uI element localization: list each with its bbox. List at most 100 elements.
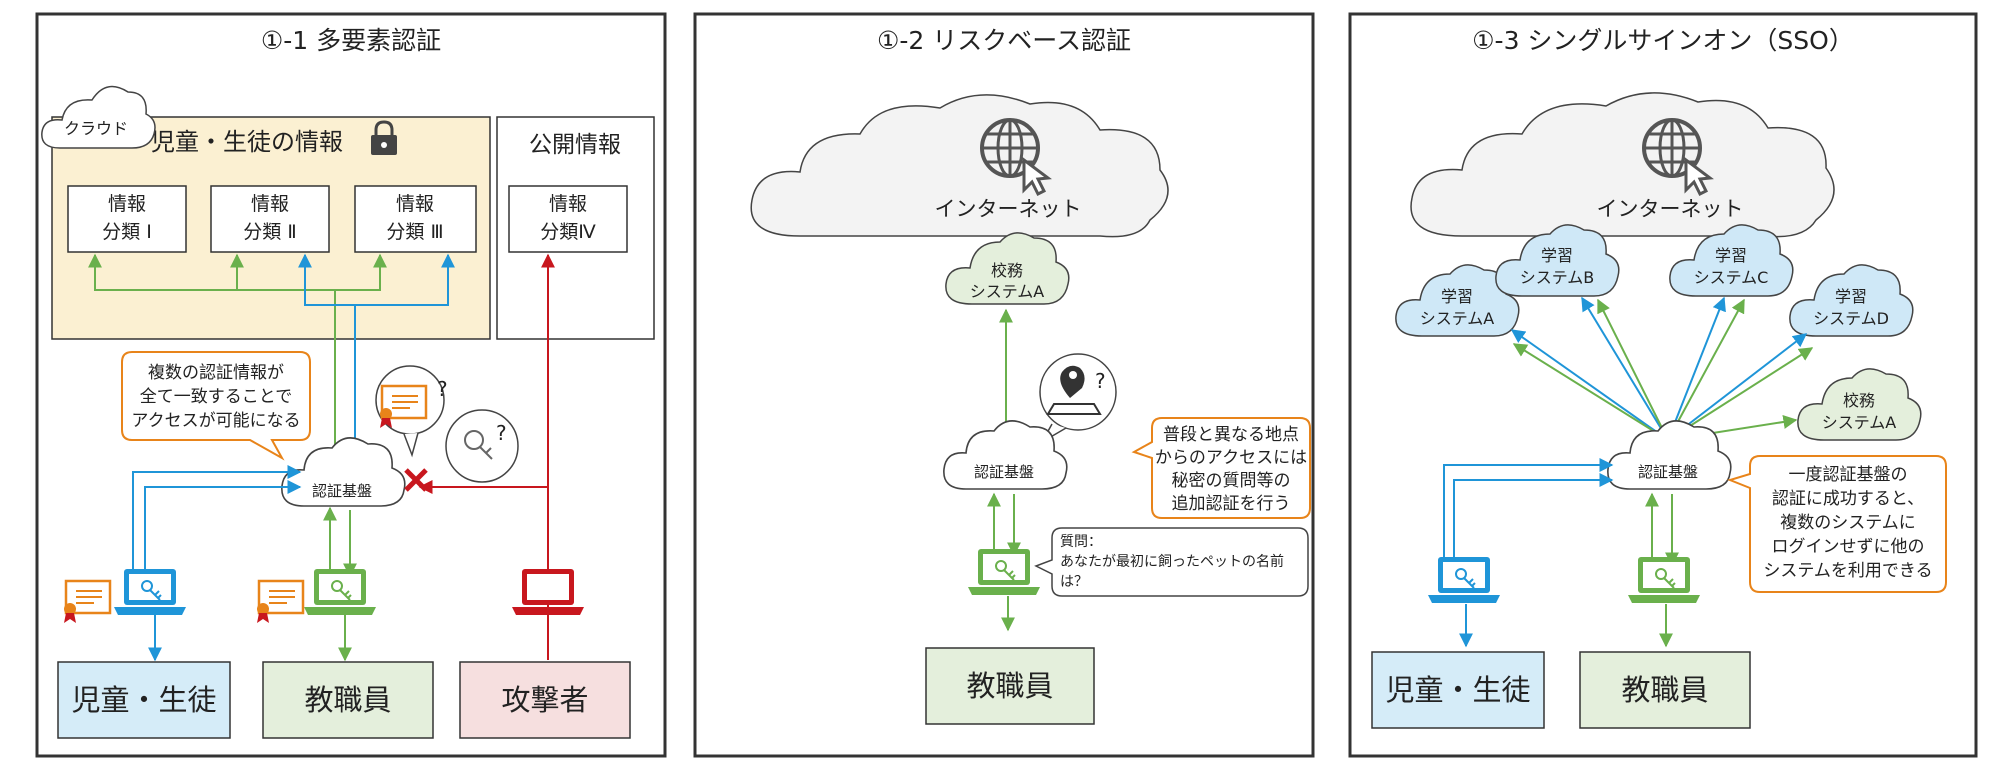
svg-text:情報: 情報	[251, 193, 289, 215]
svg-text:あなたが最初に飼ったペットの名前: あなたが最初に飼ったペットの名前	[1060, 553, 1284, 570]
auth-cloud: 認証基盤	[281, 437, 406, 507]
svg-text:学習: 学習	[1541, 246, 1573, 265]
school-system-cloud: 校務 システムA	[945, 232, 1070, 305]
security-question-bubble: 質問： あなたが最初に飼ったペットの名前 は？	[1034, 527, 1309, 597]
panel-multi-factor: ①-1 多要素認証 児童・生徒の情報 クラウド 公開情報 情報 分類 Ⅰ 情報 …	[35, 12, 667, 758]
lock-icon	[371, 120, 397, 155]
svg-text:一度認証基盤の: 一度認証基盤の	[1789, 465, 1908, 485]
svg-text:分類Ⅳ: 分類Ⅳ	[540, 221, 596, 243]
map-pin-icon	[1046, 365, 1102, 415]
risk-callout: 普段と異なる地点 からのアクセスには 秘密の質問等の 追加認証を行う	[1131, 417, 1311, 519]
svg-text:複数のシステムに: 複数のシステムに	[1780, 513, 1916, 533]
svg-text:システムB: システムB	[1520, 268, 1595, 287]
location-bubble: ?	[1039, 353, 1117, 445]
actor-box-student: 児童・生徒	[1371, 651, 1545, 729]
svg-text:校務: 校務	[1843, 391, 1875, 410]
svg-text:児童・生徒: 児童・生徒	[71, 683, 216, 717]
svg-text:学習: 学習	[1715, 246, 1747, 265]
cloud-badge: クラウド	[41, 85, 156, 149]
sso-callout: 一度認証基盤の 認証に成功すると、 複数のシステムに ログインせずに他の システ…	[1726, 455, 1947, 593]
svg-text:情報: 情報	[396, 193, 434, 215]
svg-text:アクセスが可能になる: アクセスが可能になる	[131, 411, 300, 431]
internet-cloud: インターネット	[750, 94, 1169, 238]
auth-cloud: 認証基盤	[943, 420, 1068, 490]
svg-text:教職員: 教職員	[966, 669, 1053, 703]
svg-text:秘密の質問等の: 秘密の質問等の	[1172, 471, 1291, 491]
svg-text:?: ?	[1095, 369, 1106, 393]
svg-text:システムA: システムA	[1822, 413, 1897, 432]
svg-text:は？: は？	[1060, 574, 1088, 590]
svg-text:分類 Ⅱ: 分類 Ⅱ	[243, 221, 296, 243]
svg-text:複数の認証情報が: 複数の認証情報が	[148, 363, 284, 383]
auth-label: 認証基盤	[312, 482, 372, 500]
panel-1-title: ①-1 多要素認証	[261, 26, 441, 55]
laptop-icon	[968, 549, 1040, 595]
svg-text:教職員: 教職員	[304, 683, 391, 717]
actor-box-teacher: 教職員	[925, 647, 1095, 725]
sso-arrows	[1510, 296, 1814, 441]
svg-text:からのアクセスには: からのアクセスには	[1155, 448, 1307, 468]
question-bubble-cert: ?	[375, 365, 448, 458]
mfa-callout: 複数の認証情報が 全て一致することで アクセスが可能になる	[121, 351, 311, 461]
internet-cloud: インターネット	[1410, 92, 1835, 238]
svg-text:システムA: システムA	[1420, 309, 1495, 328]
cloud-label: クラウド	[64, 119, 128, 138]
panel-2-title: ①-2 リスクベース認証	[877, 26, 1131, 55]
svg-text:インターネット: インターネット	[935, 197, 1082, 221]
svg-text:情報: 情報	[549, 193, 587, 215]
student-info-label: 児童・生徒の情報	[151, 128, 343, 156]
student-connection	[132, 465, 302, 662]
svg-text:情報: 情報	[108, 193, 146, 215]
svg-text:分類 Ⅰ: 分類 Ⅰ	[102, 221, 152, 243]
category-box: 情報 分類 Ⅲ	[354, 185, 477, 253]
svg-text:システムを利用できる: システムを利用できる	[1763, 561, 1932, 581]
svg-text:システムD: システムD	[1813, 309, 1889, 328]
system-cloud: 学習 システムD	[1789, 264, 1914, 337]
svg-text:分類 Ⅲ: 分類 Ⅲ	[386, 221, 443, 243]
svg-text:攻撃者: 攻撃者	[501, 683, 588, 717]
svg-text:全て一致することで: 全て一致することで	[140, 387, 293, 407]
teacher-connection	[323, 506, 357, 662]
category-box: 情報 分類 Ⅰ	[67, 185, 187, 253]
teacher-connection	[1645, 492, 1679, 648]
actor-box-teacher: 教職員	[1579, 651, 1751, 729]
blocked-x-icon	[404, 468, 428, 492]
svg-text:教職員: 教職員	[1621, 673, 1708, 707]
svg-text:システムC: システムC	[1694, 268, 1769, 287]
svg-text:校務: 校務	[991, 261, 1023, 280]
svg-text:学習: 学習	[1441, 287, 1473, 306]
laptop-icon	[1628, 557, 1700, 603]
auth-cloud: 認証基盤	[1607, 420, 1732, 490]
system-cloud: 校務 システムA	[1797, 368, 1922, 441]
svg-text:学習: 学習	[1835, 287, 1867, 306]
category-box: 情報 分類 Ⅱ	[210, 185, 330, 253]
laptop-icon	[114, 569, 186, 615]
svg-text:追加認証を行う: 追加認証を行う	[1172, 494, 1291, 514]
svg-text:普段と異なる地点: 普段と異なる地点	[1163, 425, 1299, 445]
system-cloud: 学習 システムC	[1669, 224, 1794, 297]
svg-text:?: ?	[496, 421, 507, 445]
panel-sso: ①-3 シングルサインオン（SSO） インターネット 学習 システムA 学習 シ…	[1348, 12, 1978, 758]
svg-text:インターネット: インターネット	[1597, 197, 1744, 221]
actor-box-teacher: 教職員	[262, 661, 434, 739]
system-cloud: 学習 システムB	[1495, 224, 1620, 297]
svg-text:システムA: システムA	[970, 282, 1045, 301]
panel-3-title: ①-3 シングルサインオン（SSO）	[1472, 26, 1854, 55]
svg-text:ログインせずに他の: ログインせずに他の	[1772, 537, 1925, 557]
teacher-connection	[987, 492, 1021, 632]
public-info-label: 公開情報	[529, 132, 621, 158]
svg-text:認証基盤: 認証基盤	[1638, 463, 1698, 481]
student-connection	[1443, 458, 1614, 648]
laptop-icon	[1428, 557, 1500, 603]
question-bubble-key: ?	[445, 409, 519, 483]
svg-text:?: ?	[437, 377, 448, 401]
svg-text:認証基盤: 認証基盤	[974, 463, 1034, 481]
actor-box-student: 児童・生徒	[57, 661, 231, 739]
svg-text:児童・生徒: 児童・生徒	[1385, 673, 1530, 707]
category-box: 情報 分類Ⅳ	[508, 185, 628, 253]
actor-box-attacker: 攻撃者	[459, 661, 631, 739]
laptop-icon	[304, 569, 376, 615]
laptop-icon	[512, 569, 584, 615]
panel-risk-based: ①-2 リスクベース認証 インターネット 校務 システムA ?	[693, 12, 1315, 758]
